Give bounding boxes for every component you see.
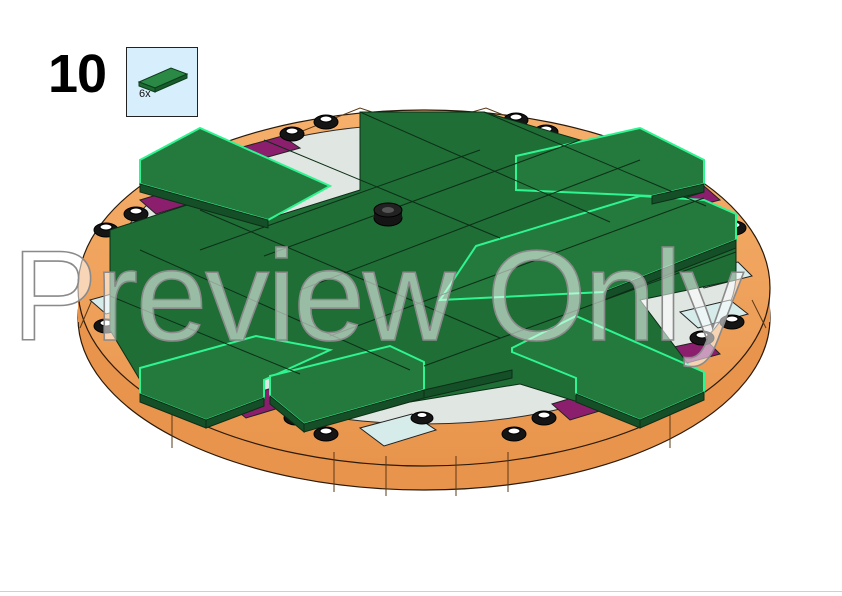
step-number: 10 [48, 44, 107, 104]
stud-icon [279, 126, 305, 142]
parts-callout: 6x [126, 47, 198, 117]
stud-icon [531, 410, 557, 426]
tile-edges [139, 183, 737, 434]
stud-icon [689, 330, 715, 346]
stud-icon [719, 314, 745, 330]
stud-icon [501, 426, 527, 442]
green-tile-2x4-icon [137, 67, 189, 93]
green-tile-assembly [109, 111, 737, 434]
stud-icon [313, 426, 339, 442]
page-divider [0, 591, 842, 592]
stud-icon [410, 411, 434, 425]
stud-icon [313, 114, 339, 130]
stud-icon [123, 206, 149, 222]
part-quantity: 6x [139, 88, 151, 100]
tile-seams [109, 111, 737, 375]
center-round-stud-icon [373, 202, 403, 227]
